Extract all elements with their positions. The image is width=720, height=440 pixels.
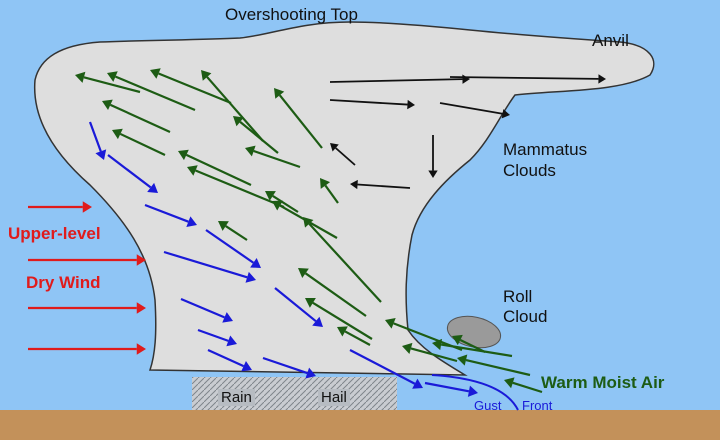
updraft-arrow xyxy=(150,68,232,105)
gust-label: Gust xyxy=(474,398,502,413)
anvil-label: Anvil xyxy=(592,31,629,50)
updraft-arrow xyxy=(178,149,252,186)
roll-label-line1: Roll xyxy=(503,287,533,306)
updraft-arrow xyxy=(320,178,339,204)
updraft-arrow xyxy=(187,165,285,209)
anvil-flow-arrow xyxy=(449,74,606,84)
updraft-arrow xyxy=(102,99,171,134)
downdraft-arrow xyxy=(262,356,316,379)
updraft-arrow xyxy=(457,354,531,377)
updraft-arrow xyxy=(75,71,141,94)
mammatus-label-line1: Mammatus xyxy=(503,140,588,159)
warm-moist-air-label: Warm Moist Air xyxy=(541,373,665,392)
downdraft-arrow xyxy=(205,229,261,268)
anvil-flow-arrow xyxy=(329,99,415,110)
updraft-arrow xyxy=(265,191,299,213)
front-label: Front xyxy=(522,398,553,413)
downdraft-arrow xyxy=(207,348,252,372)
dry-wind-arrow xyxy=(28,201,92,213)
gust-front-line xyxy=(431,374,519,411)
dry-wind-label: Dry Wind xyxy=(26,273,101,292)
hail-label: Hail xyxy=(318,389,350,406)
rain-label: Rain xyxy=(218,389,255,406)
downdraft-arrow xyxy=(163,250,256,283)
dry-wind-arrow xyxy=(28,343,146,355)
updraft-arrow xyxy=(112,128,166,156)
updraft-arrow xyxy=(504,377,543,394)
downdraft-arrow xyxy=(424,381,478,397)
updraft-arrow xyxy=(303,217,382,303)
downdraft-arrow xyxy=(197,328,237,347)
downdraft-arrow xyxy=(144,203,197,228)
dry-wind-arrow xyxy=(28,254,146,266)
updraft-arrow xyxy=(305,297,373,340)
dry-wind-arrow xyxy=(28,302,146,314)
upper-level-label: Upper-level xyxy=(8,224,101,243)
downdraft-arrow xyxy=(107,154,158,193)
anvil-flow-arrow xyxy=(330,143,356,166)
updraft-arrow xyxy=(245,145,301,169)
anvil-flow-arrow xyxy=(428,135,438,178)
mammatus-label-line2: Clouds xyxy=(503,161,556,180)
updraft-arrow xyxy=(402,342,458,363)
updraft-arrow xyxy=(107,71,196,112)
storm-cloud xyxy=(33,21,655,376)
updraft-arrow xyxy=(218,221,248,241)
downdraft-arrow xyxy=(88,121,107,160)
anvil-flow-arrow xyxy=(350,179,411,190)
updraft-arrow xyxy=(233,116,279,154)
downdraft-arrow xyxy=(274,287,323,327)
anvil-flow-arrow xyxy=(439,102,510,119)
updraft-arrow xyxy=(201,70,264,142)
ground xyxy=(0,410,720,440)
downdraft-arrow xyxy=(180,297,233,323)
updraft-arrow xyxy=(452,334,486,353)
updraft-arrow xyxy=(298,268,367,317)
updraft-arrow xyxy=(337,326,371,346)
roll-label-line2: Cloud xyxy=(503,307,548,326)
updraft-arrow xyxy=(274,88,323,149)
downdraft-arrow xyxy=(349,349,423,389)
updraft-arrow xyxy=(432,338,513,358)
overshooting-top-label: Overshooting Top xyxy=(225,5,358,24)
